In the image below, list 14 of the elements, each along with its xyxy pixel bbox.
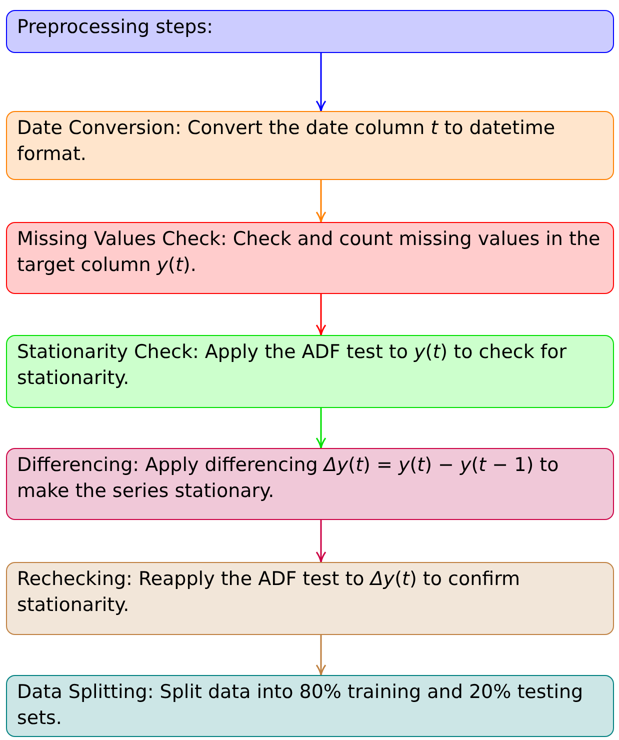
step-text: Stationarity Check: Apply the ADF test to y(t) to check for stationarity. xyxy=(17,340,568,391)
step-text: Differencing: Apply differencing Δy(t) = y(t) − y(t − 1) to make the series stationary. xyxy=(17,453,560,504)
process-box xyxy=(6,448,614,520)
process-box xyxy=(6,10,614,53)
process-box xyxy=(6,562,614,635)
step-text: Preprocessing steps: xyxy=(17,15,214,40)
process-box xyxy=(6,111,614,180)
step-text: Date Conversion: Convert the date column t to datetime format. xyxy=(17,116,556,167)
step-text: Rechecking: Reapply the ADF test to Δy(t) to confirm stationarity. xyxy=(17,567,522,618)
step-text: Missing Values Check: Check and count missing values in the target column y(t). xyxy=(17,227,602,278)
process-box xyxy=(6,335,614,408)
step-text: Data Splitting: Split data into 80% training and 20% testing sets. xyxy=(17,680,584,731)
process-box xyxy=(6,222,614,294)
process-box xyxy=(6,675,614,737)
